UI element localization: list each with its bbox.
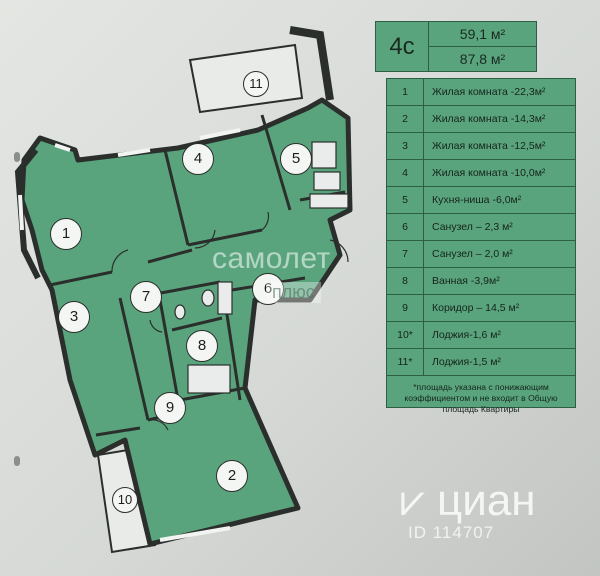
- living-area: 59,1 м²: [459, 26, 506, 42]
- legend-number: 3: [387, 133, 424, 159]
- legend-row: 3 Жилая комната -12,5м²: [387, 133, 575, 160]
- door-swings: [111, 211, 349, 431]
- apartment-header: 4с 59,1 м² 87,8 м²: [375, 21, 537, 72]
- legend-number: 2: [387, 106, 424, 132]
- legend-number: 10*: [387, 322, 424, 348]
- legend-row: 7 Санузел – 2,0 м²: [387, 241, 575, 268]
- room-number-6: 6: [252, 273, 284, 305]
- bathroom-fixtures: [174, 281, 233, 394]
- legend-number: 7: [387, 241, 424, 267]
- legend-text: Жилая комната -10,0м²: [432, 167, 546, 179]
- legend-number: 11*: [387, 349, 424, 375]
- legend-footnote: *площадь указана с понижающим коэффициен…: [404, 382, 558, 414]
- legend-row: 5 Кухня-ниша -6,0м²: [387, 187, 575, 214]
- legend-row: 9 Коридор – 14,5 м²: [387, 295, 575, 322]
- legend-number: 5: [387, 187, 424, 213]
- legend-number: 6: [387, 214, 424, 240]
- legend-number: 1: [387, 79, 424, 105]
- room-number-1: 1: [50, 218, 82, 250]
- room-number-4: 4: [182, 143, 214, 175]
- legend-text: Жилая комната -14,3м²: [432, 113, 546, 125]
- legend-text: Ванная -3,9м²: [432, 275, 500, 287]
- legend-text: Жилая комната -22,3м²: [432, 86, 546, 98]
- total-area: 87,8 м²: [429, 46, 536, 71]
- windows: [18, 128, 241, 542]
- cian-logo-watermark: ⩗ циан: [400, 476, 536, 525]
- room-number-7: 7: [130, 281, 162, 313]
- room-number-11: 11: [243, 71, 269, 97]
- binder-hole: [14, 456, 20, 466]
- legend-row: 6 Санузел – 2,3 м²: [387, 214, 575, 241]
- room-number-3: 3: [58, 301, 90, 333]
- room-number-9: 9: [154, 392, 186, 424]
- legend-text: Жилая комната -12,5м²: [432, 140, 546, 152]
- legend-number: 8: [387, 268, 424, 294]
- legend-number: 4: [387, 160, 424, 186]
- legend-row: 4 Жилая комната -10,0м²: [387, 160, 575, 187]
- legend-text: Лоджия-1,5 м²: [432, 356, 501, 368]
- legend-number: 9: [387, 295, 424, 321]
- legend-text: Коридор – 14,5 м²: [432, 302, 520, 314]
- cian-id-watermark: ID 114707: [408, 523, 495, 542]
- legend-text: Санузел – 2,3 м²: [432, 221, 513, 233]
- samolet-plus-watermark: плюс: [266, 282, 321, 303]
- legend-text: Кухня-ниша -6,0м²: [432, 194, 522, 206]
- binder-hole: [14, 152, 20, 162]
- room-number-8: 8: [186, 330, 218, 362]
- room-number-10: 10: [112, 487, 138, 513]
- room-number-5: 5: [280, 143, 312, 175]
- interior-walls: [49, 114, 346, 437]
- legend-text: Санузел – 2,0 м²: [432, 248, 513, 260]
- legend-row: 10* Лоджия-1,6 м²: [387, 322, 575, 349]
- apartment-code: 4с: [376, 22, 429, 71]
- kitchen-fixtures: [309, 141, 349, 209]
- legend-row: 11* Лоджия-1,5 м²: [387, 349, 575, 376]
- samolet-watermark: самолет: [212, 242, 331, 275]
- legend-text: Лоджия-1,6 м²: [432, 329, 501, 341]
- legend-row: 1 Жилая комната -22,3м²: [387, 79, 575, 106]
- legend-row: 8 Ванная -3,9м²: [387, 268, 575, 295]
- legend-row: 2 Жилая комната -14,3м²: [387, 106, 575, 133]
- room-number-2: 2: [216, 460, 248, 492]
- outer-wall-ne: [289, 26, 334, 101]
